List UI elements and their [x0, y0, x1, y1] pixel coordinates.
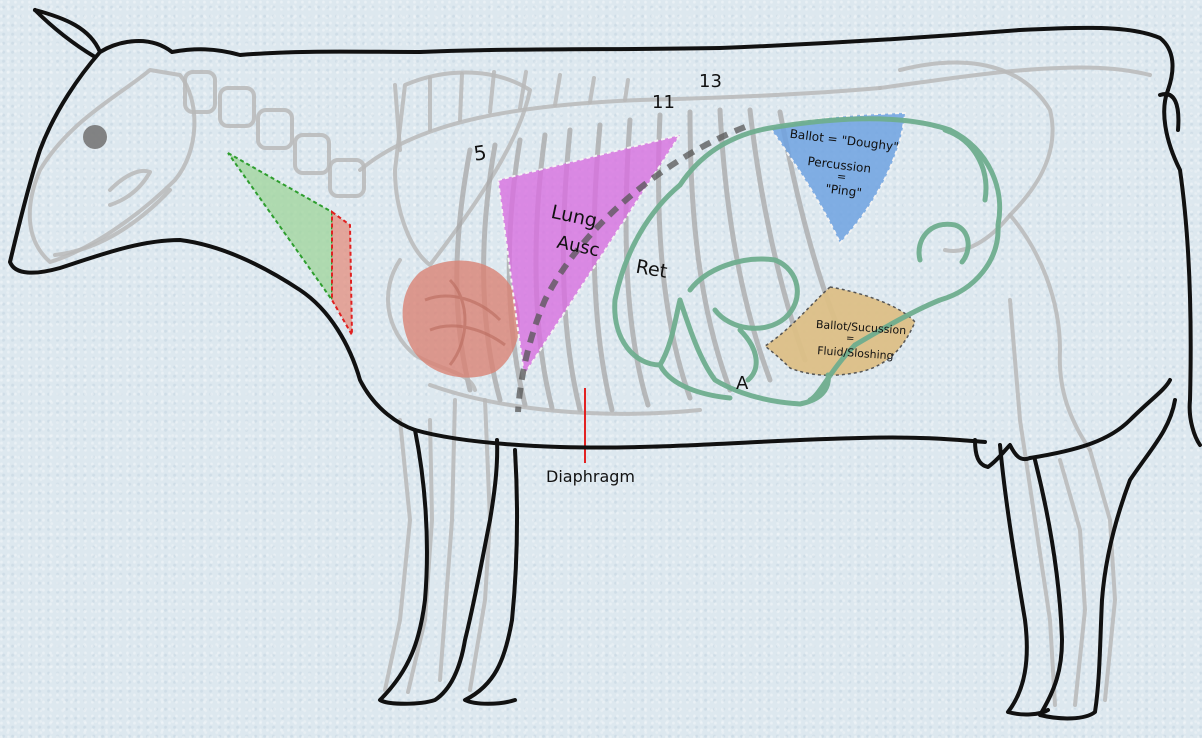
head-outline: [35, 10, 420, 55]
hind-leg-near: [1035, 400, 1175, 718]
cervical-vertebrae: [185, 72, 364, 196]
hind-leg2-bones: [1010, 300, 1055, 705]
ventral-label-line-2: =: [846, 333, 855, 345]
belly-outline: [415, 430, 985, 448]
rib-13-label: 13: [699, 71, 722, 92]
abomasum-label: A: [736, 373, 749, 394]
front-leg-near: [380, 430, 497, 704]
tail: [1164, 90, 1200, 445]
back-outline: [420, 28, 1173, 90]
hind-leg-bones: [1060, 450, 1115, 705]
femur: [1010, 215, 1090, 450]
rib-5-label: 5: [472, 140, 488, 166]
eye: [83, 125, 107, 149]
prescapular-red-zone: [332, 212, 352, 335]
diaphragm-label: Diaphragm: [546, 467, 635, 486]
hind-flank: [1030, 380, 1170, 458]
front-leg2-bones: [385, 420, 432, 692]
dorsal-label-line-3: =: [836, 170, 847, 184]
skull-detail: [110, 171, 150, 205]
skull: [30, 70, 195, 262]
reticulum-label: Ret: [634, 256, 669, 283]
rib-11-label: 11: [652, 92, 675, 113]
